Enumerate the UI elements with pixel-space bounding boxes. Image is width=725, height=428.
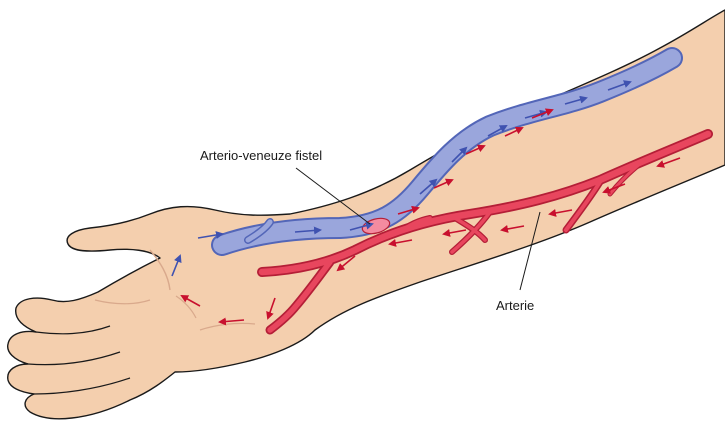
label-artery: Arterie [496, 298, 534, 313]
label-fistula: Arterio-veneuze fistel [200, 148, 322, 163]
